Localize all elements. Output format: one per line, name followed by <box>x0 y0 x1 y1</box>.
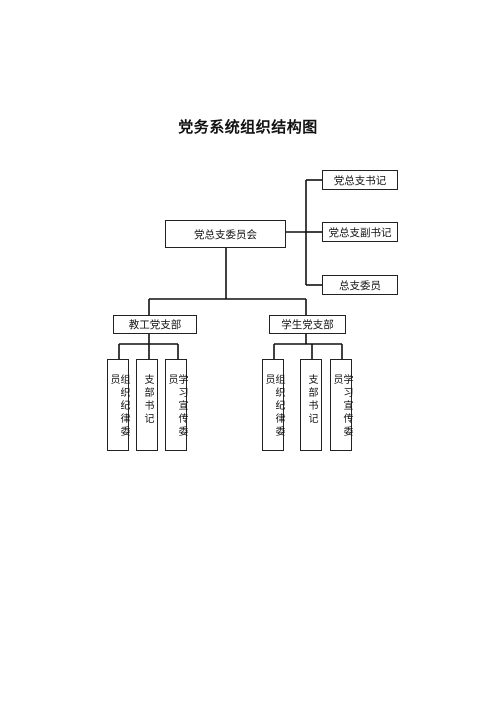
branch-box-student: 学生党支部 <box>269 315 346 334</box>
member-box: 学习宣传委员 <box>165 359 187 451</box>
member-label: 支部书记 <box>306 374 317 426</box>
branch-label: 学生党支部 <box>281 319 334 331</box>
role-label: 总支委员 <box>339 279 381 292</box>
role-box-deputy-secretary: 党总支副书记 <box>322 222 398 242</box>
member-label: 组织纪律委员 <box>263 374 284 439</box>
member-box: 支部书记 <box>300 359 322 451</box>
committee-box: 党总支委员会 <box>165 220 286 248</box>
role-box-committee-member: 总支委员 <box>322 275 398 295</box>
member-box: 学习宣传委员 <box>330 359 352 451</box>
page-title: 党务系统组织结构图 <box>178 118 318 136</box>
member-box: 组织纪律委员 <box>107 359 129 451</box>
member-label: 学习宣传委员 <box>331 374 352 439</box>
committee-label: 党总支委员会 <box>194 228 257 241</box>
role-label: 党总支书记 <box>333 174 387 187</box>
member-label: 支部书记 <box>142 374 153 426</box>
member-box: 支部书记 <box>136 359 158 451</box>
role-label: 党总支副书记 <box>328 226 392 239</box>
branch-box-staff: 教工党支部 <box>113 315 197 334</box>
branch-label: 教工党支部 <box>128 319 182 331</box>
member-label: 组织纪律委员 <box>108 374 129 439</box>
role-box-secretary: 党总支书记 <box>322 170 398 190</box>
member-box: 组织纪律委员 <box>262 359 284 451</box>
member-label: 学习宣传委员 <box>166 374 187 439</box>
